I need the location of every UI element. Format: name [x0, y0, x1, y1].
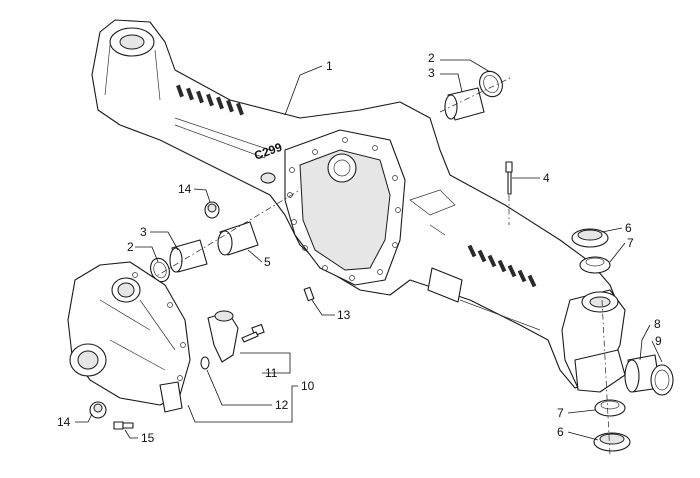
callout-8: 8	[654, 317, 661, 331]
callout-1: 1	[326, 59, 333, 73]
axle-housing: C299	[91, 19, 626, 393]
grease-nipple-4	[505, 161, 513, 195]
plug-14-lower	[89, 401, 107, 419]
cup-7-lower	[594, 399, 626, 417]
callout-9: 9	[655, 334, 662, 348]
washer-12	[200, 356, 210, 370]
bushing-2-lower	[150, 257, 170, 283]
plug-14-upper	[204, 201, 220, 219]
callout-10: 10	[301, 379, 315, 393]
callout-11: 11	[265, 366, 278, 380]
cup-7-upper	[579, 256, 611, 274]
callout-4: 4	[543, 171, 550, 185]
callout-2-lower: 2	[127, 240, 134, 254]
flange-bolt-holes	[287, 137, 401, 281]
ring-9	[650, 364, 674, 396]
seal-6-upper	[571, 228, 609, 248]
callout-13: 13	[337, 308, 351, 322]
housing-ribs-right	[467, 244, 537, 288]
dowel-13	[303, 286, 315, 302]
callout-3-lower: 3	[140, 225, 147, 239]
callout-5: 5	[264, 255, 271, 269]
seal-6-lower	[593, 432, 631, 452]
bracket-10	[207, 310, 239, 363]
bushing-3-upper	[444, 87, 485, 121]
bushing-5	[217, 221, 259, 256]
callout-15: 15	[141, 431, 155, 445]
callout-7-upper: 7	[627, 236, 634, 250]
differential-carrier	[67, 261, 191, 413]
callout-6-upper: 6	[625, 221, 632, 235]
callout-12: 12	[275, 398, 289, 412]
callout-3-upper: 3	[428, 66, 435, 80]
bushing-8	[624, 354, 661, 393]
callout-6-lower: 6	[557, 425, 564, 439]
callout-14-upper: 14	[178, 182, 192, 196]
bolt-11	[241, 323, 265, 343]
leader-lines	[75, 59, 663, 441]
callout-2-upper: 2	[428, 51, 435, 65]
bolt-15	[113, 421, 134, 430]
callout-labels: 1 2 3 4 5 6 7 8 9 14 3 2 13 11 10 12 14 …	[57, 51, 662, 445]
housing-ribs-left	[176, 84, 244, 116]
callout-14-lower: 14	[57, 415, 71, 429]
callout-7-lower: 7	[557, 406, 564, 420]
